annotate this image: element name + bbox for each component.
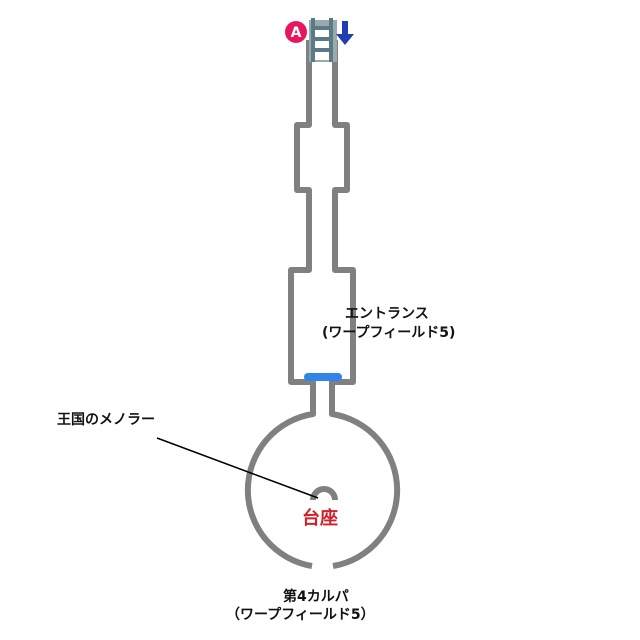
exit-label: 第4カルパ <box>283 589 349 605</box>
down-arrow-icon <box>336 21 354 45</box>
leader-line <box>156 437 319 499</box>
memorial-label: 王国のメノラー <box>57 412 155 428</box>
door[interactable] <box>304 373 342 381</box>
ladder-icon[interactable] <box>309 18 337 62</box>
exit-sub-label: （ワープフィールド5） <box>226 607 375 623</box>
entrance-sub-label: (ワープフィールド5) <box>322 325 456 341</box>
marker-a-icon <box>285 21 307 43</box>
right-wall <box>329 40 401 569</box>
pedestal-label: 台座 <box>302 508 338 529</box>
pedestal-arc <box>310 486 338 501</box>
entrance-label: エントランス <box>345 306 429 322</box>
svg-text:A: A <box>291 25 302 41</box>
left-wall <box>244 40 316 569</box>
